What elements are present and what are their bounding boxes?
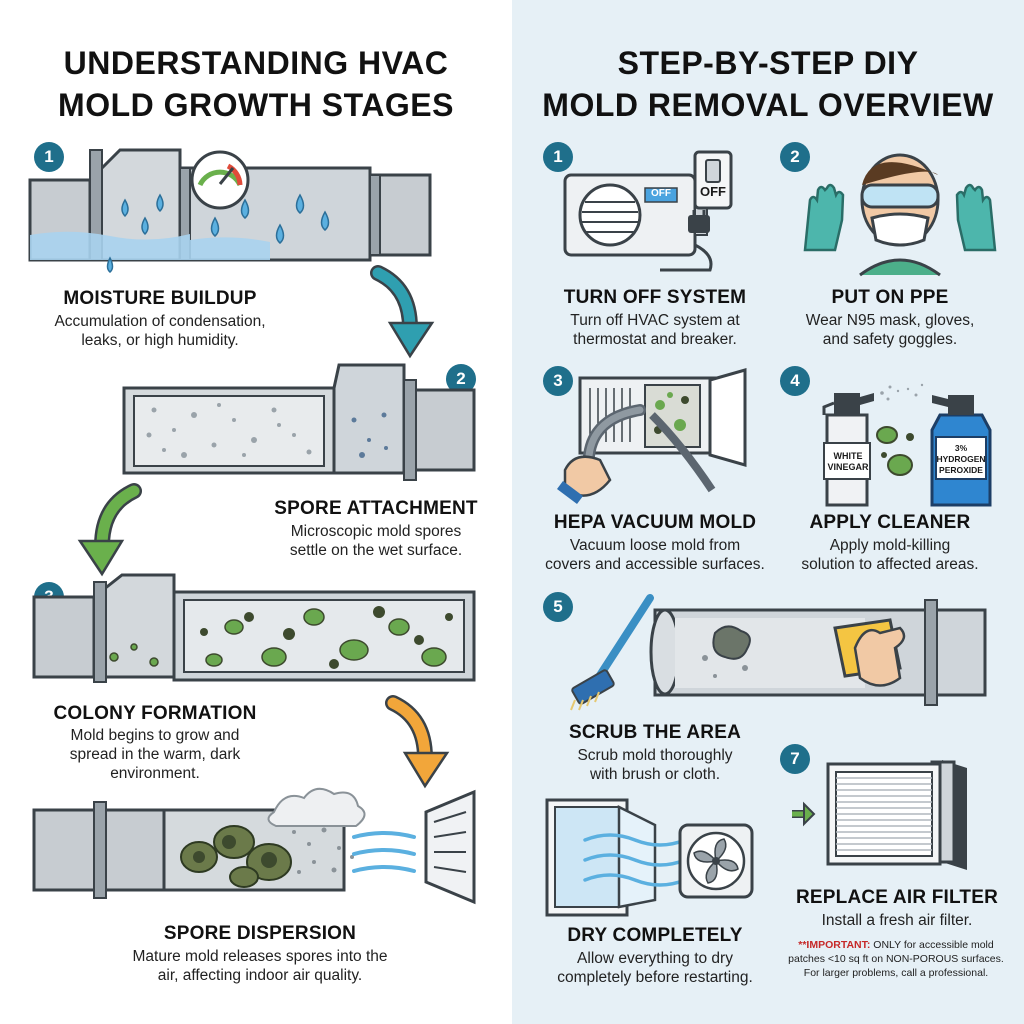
vinegar-label: WHITE VINEGAR	[822, 451, 874, 473]
step-7-desc: Install a fresh air filter.	[821, 912, 973, 929]
spore-attachment-duct-illustration	[122, 363, 476, 481]
spore-dispersion-duct-illustration	[32, 787, 476, 905]
step-2-heading: PUT ON PPE	[831, 287, 949, 308]
step-1-desc: Turn off HVAC system at thermostat and b…	[525, 311, 785, 349]
step-6-heading: DRY COMPLETELY	[567, 925, 743, 946]
step-3-heading: HEPA VACUUM MOLD	[553, 512, 757, 533]
step-3-badge: 3	[543, 366, 573, 396]
step-2-badge: 2	[780, 142, 810, 172]
stage-4-heading: SPORE DISPERSION	[163, 923, 357, 944]
left-title: UNDERSTANDING HVAC MOLD GROWTH STAGES	[0, 42, 512, 126]
stage-4-desc-line1: Mature mold releases spores into the	[132, 948, 388, 965]
warning-line2: patches <10 sq ft on NON-POROUS surfaces…	[788, 953, 1004, 965]
flow-arrow-1-icon	[370, 265, 435, 359]
stage-2-desc-line2: settle on the wet surface.	[289, 542, 463, 559]
step-1-desc-line1: Turn off HVAC system at	[570, 312, 740, 329]
vinegar-label-line1: WHITE	[833, 451, 863, 461]
step-7-badge: 7	[780, 744, 810, 774]
peroxide-label: 3% HYDROGEN PEROXIDE	[933, 443, 989, 476]
step-1-heading: TURN OFF SYSTEM	[563, 287, 747, 308]
step-4-badge: 4	[780, 366, 810, 396]
peroxide-label-line1: 3%	[954, 443, 968, 453]
stage-1-desc: Accumulation of condensation, leaks, or …	[10, 312, 310, 350]
ppe-person-illustration	[803, 153, 997, 277]
stage-1-desc-line1: Accumulation of condensation,	[54, 313, 266, 330]
stage-3-desc-line2: spread in the warm, dark	[69, 746, 241, 763]
air-filter-illustration	[792, 760, 967, 870]
step-4-desc: Apply mold-killing solution to affected …	[770, 536, 1010, 574]
warning-line1: **IMPORTANT: ONLY for accessible mold	[770, 938, 1022, 952]
moisture-duct-illustration	[28, 148, 432, 273]
stage-3-desc-line1: Mold begins to grow and	[70, 727, 240, 744]
flow-arrow-3-icon	[385, 695, 450, 789]
right-title-line2: MOLD REMOVAL OVERVIEW	[542, 87, 994, 123]
step-5-badge: 5	[543, 592, 573, 622]
step-2-desc-line2: and safety goggles.	[822, 331, 958, 348]
left-title-line2: MOLD GROWTH STAGES	[58, 87, 454, 123]
scrub-duct-illustration	[570, 594, 987, 711]
right-title: STEP-BY-STEP DIY MOLD REMOVAL OVERVIEW	[512, 42, 1024, 126]
step-1-badge: 1	[543, 142, 573, 172]
warning-label: **IMPORTANT:	[798, 939, 871, 951]
warning-line1-text: ONLY for accessible mold	[870, 939, 994, 951]
step-7-heading: REPLACE AIR FILTER	[795, 887, 999, 908]
left-title-line1: UNDERSTANDING HVAC	[63, 45, 449, 81]
stage-4-desc-line2: air, affecting indoor air quality.	[157, 967, 363, 984]
step-4-desc-line1: Apply mold-killing	[829, 537, 951, 554]
step-3-desc: Vacuum loose mold from covers and access…	[520, 536, 790, 574]
warning-line3: For larger problems, call a professional…	[803, 967, 989, 979]
step-5-desc-line2: with brush or cloth.	[589, 766, 721, 783]
dry-window-fan-illustration	[545, 798, 754, 917]
step-5-heading: SCRUB THE AREA	[568, 722, 742, 743]
switch-off-label: OFF	[700, 184, 726, 199]
hepa-vacuum-illustration	[557, 368, 747, 504]
step-6-desc-line1: Allow everything to dry	[577, 950, 733, 967]
important-warning: **IMPORTANT: ONLY for accessible mold pa…	[770, 938, 1022, 980]
stage-4-desc: Mature mold releases spores into the air…	[90, 947, 430, 985]
colony-formation-duct-illustration	[32, 573, 476, 683]
ac-unit-off-illustration	[563, 173, 713, 272]
step-6-desc: Allow everything to dry completely befor…	[520, 949, 790, 987]
step-3-desc-line1: Vacuum loose mold from	[569, 537, 741, 554]
flow-arrow-2-icon	[77, 483, 142, 577]
step-4-heading: APPLY CLEANER	[809, 512, 971, 533]
stage-1-heading: MOISTURE BUILDUP	[63, 288, 257, 309]
stage-3-desc: Mold begins to grow and spread in the wa…	[10, 726, 300, 783]
vinegar-label-line2: VINEGAR	[827, 462, 869, 472]
step-4-desc-line2: solution to affected areas.	[801, 556, 979, 573]
step-5-desc-line1: Scrub mold thoroughly	[577, 747, 733, 764]
step-6-desc-line2: completely before restarting.	[557, 969, 753, 986]
stage-1-desc-line2: leaks, or high humidity.	[81, 332, 239, 349]
step-1-desc-line2: thermostat and breaker.	[573, 331, 737, 348]
stage-2-desc: Microscopic mold spores settle on the we…	[240, 522, 512, 560]
step-3-desc-line2: covers and accessible surfaces.	[545, 556, 765, 573]
stage-3-desc-line3: environment.	[110, 765, 200, 782]
step-5-desc: Scrub mold thoroughly with brush or clot…	[525, 746, 785, 784]
wall-switch-icon	[693, 150, 733, 210]
ac-off-label: OFF	[651, 188, 671, 199]
cleaner-bottles-illustration	[822, 383, 992, 507]
stage-2-desc-line1: Microscopic mold spores	[290, 523, 462, 540]
peroxide-label-line3: PEROXIDE	[939, 465, 983, 475]
step-2-desc-line1: Wear N95 mask, gloves,	[805, 312, 975, 329]
step-2-desc: Wear N95 mask, gloves, and safety goggle…	[770, 311, 1010, 349]
stage-3-heading: COLONY FORMATION	[53, 703, 257, 724]
stage-1-badge: 1	[34, 142, 64, 172]
right-title-line1: STEP-BY-STEP DIY	[617, 45, 919, 81]
stage-2-heading: SPORE ATTACHMENT	[274, 498, 478, 519]
peroxide-label-line2: HYDROGEN	[936, 454, 986, 464]
